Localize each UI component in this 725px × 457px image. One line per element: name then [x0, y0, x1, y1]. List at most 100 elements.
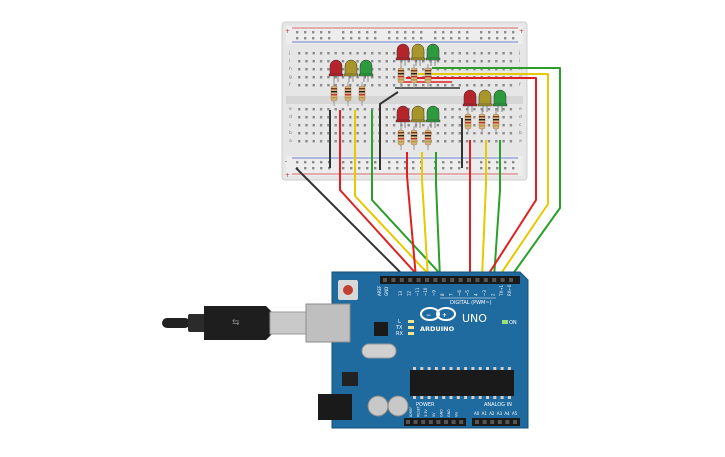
resistor-middle-red[interactable] [397, 126, 405, 150]
wire-mid-red[interactable] [406, 152, 417, 279]
header-pin[interactable] [475, 278, 480, 282]
header-pin[interactable] [425, 278, 429, 282]
rail-hole [412, 161, 415, 164]
resistor-top-red[interactable] [397, 64, 405, 88]
analog-header-pin[interactable] [475, 420, 479, 424]
wire-left-green[interactable] [371, 110, 445, 279]
wire-mid-yellow[interactable] [421, 152, 429, 279]
terminal-hole [385, 132, 388, 135]
analog-header-pin[interactable] [505, 420, 510, 424]
header-pin[interactable] [509, 278, 513, 282]
wire-left-yellow[interactable] [354, 110, 433, 279]
power-header-pin[interactable] [413, 420, 418, 424]
header-pin[interactable] [450, 278, 455, 282]
analog-pin-label: A2 [489, 411, 495, 416]
header-pin[interactable] [399, 278, 404, 282]
resistor-middle-yellow[interactable] [410, 126, 418, 150]
terminal-hole [312, 124, 315, 127]
power-header-pin[interactable] [436, 420, 441, 424]
resistor-top-green[interactable] [424, 64, 432, 88]
power-header-pin[interactable] [451, 420, 456, 424]
header-pin[interactable] [433, 278, 438, 282]
header-pin[interactable] [416, 278, 421, 282]
power-header-pin[interactable] [406, 420, 410, 424]
led-yellow-top[interactable] [410, 43, 426, 66]
resistor-middle-green[interactable] [424, 126, 432, 150]
resistor-right-yellow[interactable] [478, 110, 486, 134]
chip-pin [500, 367, 504, 370]
terminal-hole [444, 84, 447, 87]
power-header-pin[interactable] [444, 420, 448, 424]
terminal-hole [444, 124, 447, 127]
power-header-pin[interactable] [421, 420, 426, 424]
header-pin[interactable] [458, 278, 463, 282]
wire-top-yellow[interactable] [418, 73, 549, 279]
digital-pin-label: 2 [490, 293, 495, 296]
terminal-hole [502, 68, 505, 71]
header-pin[interactable] [467, 278, 471, 282]
led-green-top[interactable] [425, 43, 441, 66]
resistor-left-green[interactable] [358, 82, 366, 106]
terminal-hole [502, 108, 505, 111]
resistor-right-green[interactable] [492, 110, 500, 134]
wire-left-red[interactable] [339, 110, 421, 279]
resistor-right-red[interactable] [464, 110, 472, 134]
led-red-left[interactable] [328, 59, 344, 82]
analog-header-pin[interactable] [482, 420, 487, 424]
rail-hole [442, 167, 445, 170]
analog-header-pin[interactable] [513, 420, 517, 424]
resistor-top-yellow[interactable] [410, 64, 418, 88]
terminal-hole [356, 76, 359, 79]
header-pin[interactable] [500, 278, 505, 282]
rail-hole [374, 161, 377, 164]
wire-top-green[interactable] [432, 67, 561, 279]
power-header-pin[interactable] [459, 420, 464, 424]
bottom-power-rail [286, 156, 523, 176]
led-red-right[interactable] [462, 89, 478, 112]
reset-button-cap[interactable] [343, 285, 353, 295]
analog-header-pin[interactable] [490, 420, 495, 424]
led-green-middle[interactable] [425, 105, 441, 128]
header-pin[interactable] [383, 278, 387, 282]
resistor-left-red[interactable] [330, 82, 338, 106]
header-pin[interactable] [441, 278, 446, 282]
led-yellow-middle[interactable] [410, 105, 426, 128]
analog-pin-label: A3 [497, 411, 503, 416]
led-yellow-left[interactable] [343, 59, 359, 82]
terminal-hole [334, 132, 337, 135]
led-green-left[interactable] [358, 59, 374, 82]
terminal-hole [341, 116, 345, 119]
header-pin[interactable] [483, 278, 488, 282]
power-header-pin[interactable] [428, 420, 433, 424]
header-pin[interactable] [391, 278, 396, 282]
wire-mid-green[interactable] [435, 152, 441, 279]
row-letter: c [289, 123, 292, 128]
terminal-hole [422, 132, 425, 135]
terminal-hole [509, 108, 513, 111]
header-pin[interactable] [408, 278, 413, 282]
row-letter: f [519, 82, 521, 88]
terminal-hole [465, 140, 469, 143]
analog-header-pin[interactable] [497, 420, 502, 424]
terminal-hole [509, 116, 513, 119]
wire-gnd[interactable] [295, 167, 409, 281]
rail-hole [458, 167, 461, 170]
rail-hole [458, 31, 461, 34]
led-yellow-right[interactable] [477, 89, 493, 112]
wire-right-green[interactable] [493, 140, 501, 279]
wire-top-red[interactable] [406, 77, 537, 279]
resistor-left-yellow[interactable] [344, 82, 352, 106]
wire-gnd-middle[interactable] [379, 91, 399, 170]
terminal-hole [458, 52, 461, 55]
led-green-right[interactable] [492, 89, 508, 112]
tx-led [408, 326, 414, 329]
header-pin[interactable] [492, 278, 497, 282]
voltage-regulator [342, 372, 358, 386]
terminal-hole [334, 76, 337, 79]
chip-pin [434, 367, 438, 370]
rail-hole [366, 161, 369, 164]
wire-right-yellow[interactable] [481, 140, 487, 279]
